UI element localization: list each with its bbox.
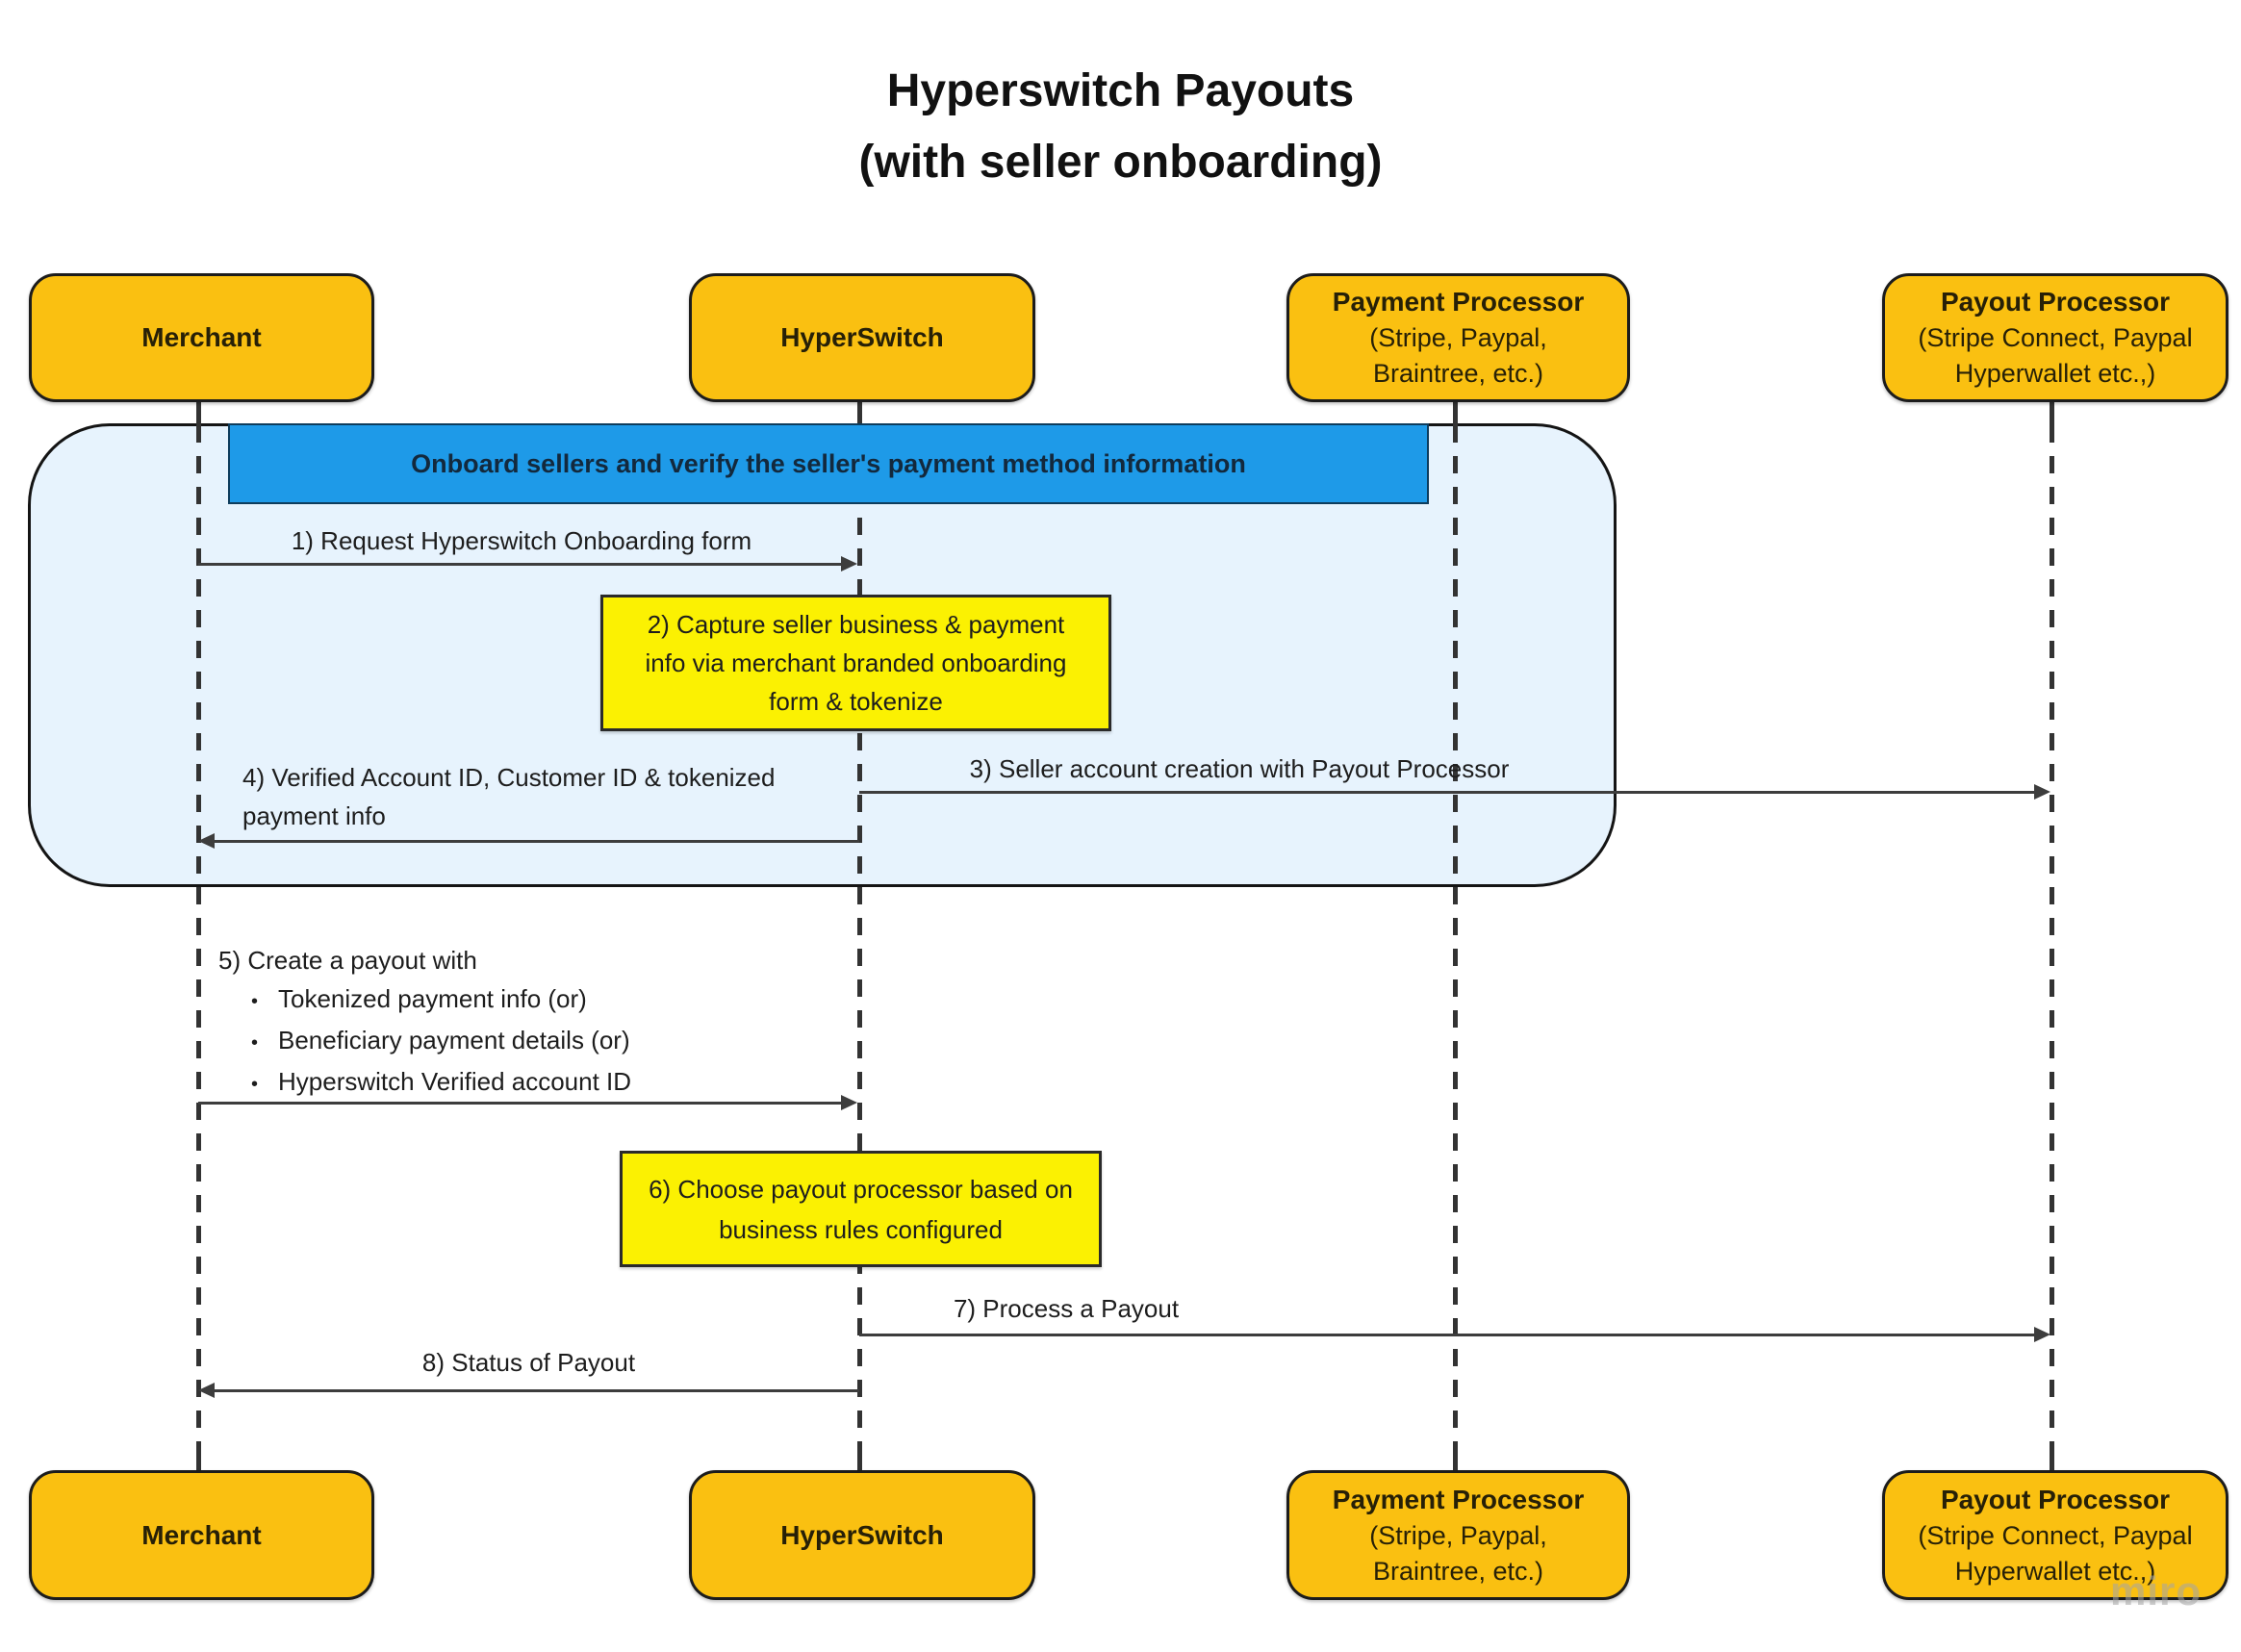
arrowhead-right-icon <box>841 556 857 572</box>
actor-box-merchant-top: Merchant <box>29 273 374 402</box>
lifeline-stub-payment-processor-bottom <box>1453 1441 1458 1470</box>
title-line-2: (with seller onboarding) <box>858 137 1383 188</box>
lifeline-stub-merchant-top <box>196 396 201 425</box>
lifeline-payout-processor <box>2050 425 2054 1441</box>
actor-merchant-label: Merchant <box>141 322 262 352</box>
note-6-text: 6) Choose payout processor based on busi… <box>649 1174 1073 1244</box>
lifeline-stub-hyperswitch-top <box>857 396 862 425</box>
miro-watermark: miro <box>2110 1568 2203 1614</box>
message-5-line <box>198 1102 841 1105</box>
message-7-line <box>859 1334 2037 1336</box>
actor-box-hyperswitch-bottom: HyperSwitch <box>689 1470 1035 1600</box>
note-2-text: 2) Capture seller business & payment inf… <box>645 610 1067 716</box>
actor-merchant-label: Merchant <box>141 1519 262 1550</box>
message-5-block: 5) Create a payout with Tokenized paymen… <box>218 941 631 1104</box>
actor-box-payment-processor-top: Payment Processor (Stripe, Paypal, Brain… <box>1286 273 1630 402</box>
lifeline-stub-hyperswitch-bottom <box>857 1441 862 1470</box>
arrowhead-right-icon <box>841 1095 857 1110</box>
actor-hyperswitch-label: HyperSwitch <box>780 322 944 352</box>
actor-box-payment-processor-bottom: Payment Processor (Stripe, Paypal, Brain… <box>1286 1470 1630 1600</box>
message-7-label: 7) Process a Payout <box>953 1294 1180 1323</box>
arrowhead-left-icon <box>198 1383 215 1398</box>
message-8-label: 8) Status of Payout <box>421 1348 636 1377</box>
actor-payout-processor-sub2: Hyperwallet etc.,) <box>1954 1556 2156 1586</box>
message-1-line <box>198 563 841 566</box>
lifeline-stub-payout-processor-bottom <box>2050 1441 2054 1470</box>
actor-payout-processor-sub2: Hyperwallet etc.,) <box>1954 359 2156 388</box>
actor-payout-processor-sub1: (Stripe Connect, Paypal <box>1918 1520 2193 1550</box>
actor-box-merchant-bottom: Merchant <box>29 1470 374 1600</box>
actor-box-payout-processor-bottom: Payout Processor (Stripe Connect, Paypal… <box>1882 1470 2228 1600</box>
note-2: 2) Capture seller business & payment inf… <box>600 595 1111 731</box>
arrowhead-left-icon <box>198 833 215 849</box>
actor-payment-processor-sub2: Braintree, etc.) <box>1372 1556 1544 1586</box>
message-4-line <box>214 840 859 843</box>
message-3-label: 3) Seller account creation with Payout P… <box>969 754 1510 783</box>
arrowhead-right-icon <box>2034 1327 2050 1342</box>
actor-payment-processor-label: Payment Processor <box>1332 287 1585 317</box>
actor-payment-processor-sub1: (Stripe, Paypal, <box>1369 323 1547 352</box>
message-5-title: 5) Create a payout with <box>218 946 477 975</box>
lifeline-stub-merchant-bottom <box>196 1441 201 1470</box>
diagram-title: Hyperswitch Payouts (with seller onboard… <box>0 56 2241 198</box>
lifeline-merchant <box>196 425 201 1441</box>
message-3-line <box>859 791 2037 794</box>
message-5-bullet-2-text: Beneficiary payment details (or) <box>278 1026 630 1055</box>
lifeline-payment-processor <box>1453 425 1458 1441</box>
message-4-label: 4) Verified Account ID, Customer ID & to… <box>242 763 776 830</box>
lifeline-stub-payment-processor-top <box>1453 396 1458 425</box>
actor-payment-processor-label: Payment Processor <box>1332 1484 1585 1514</box>
title-line-1: Hyperswitch Payouts <box>886 65 1355 116</box>
message-5-bullet-1-text: Tokenized payment info (or) <box>278 984 587 1013</box>
actor-box-hyperswitch-top: HyperSwitch <box>689 273 1035 402</box>
actor-payout-processor-label: Payout Processor <box>1940 1484 2171 1514</box>
message-5-bullet-1: Tokenized payment info (or) <box>218 979 631 1021</box>
actor-payout-processor-sub1: (Stripe Connect, Paypal <box>1918 323 2193 352</box>
lifeline-stub-payout-processor-top <box>2050 396 2054 425</box>
message-1-label: 1) Request Hyperswitch Onboarding form <box>291 526 752 555</box>
note-6: 6) Choose payout processor based on busi… <box>620 1151 1102 1267</box>
arrowhead-right-icon <box>2034 784 2050 800</box>
actor-payment-processor-sub2: Braintree, etc.) <box>1372 359 1544 388</box>
bullet-icon <box>251 979 278 1021</box>
message-8-line <box>214 1389 859 1392</box>
onboarding-group-header-label: Onboard sellers and verify the seller's … <box>411 448 1246 478</box>
bullet-icon <box>251 1021 278 1062</box>
actor-payout-processor-label: Payout Processor <box>1940 287 2171 317</box>
actor-hyperswitch-label: HyperSwitch <box>780 1519 944 1550</box>
message-5-bullet-2: Beneficiary payment details (or) <box>218 1021 631 1062</box>
onboarding-group-header: Onboard sellers and verify the seller's … <box>228 423 1429 504</box>
message-5-bullet-3: Hyperswitch Verified account ID <box>218 1062 631 1104</box>
actor-box-payout-processor-top: Payout Processor (Stripe Connect, Paypal… <box>1882 273 2228 402</box>
lifeline-hyperswitch <box>857 425 862 1441</box>
bullet-icon <box>251 1062 278 1104</box>
actor-payment-processor-sub1: (Stripe, Paypal, <box>1369 1520 1547 1550</box>
message-5-bullet-3-text: Hyperswitch Verified account ID <box>278 1067 632 1096</box>
